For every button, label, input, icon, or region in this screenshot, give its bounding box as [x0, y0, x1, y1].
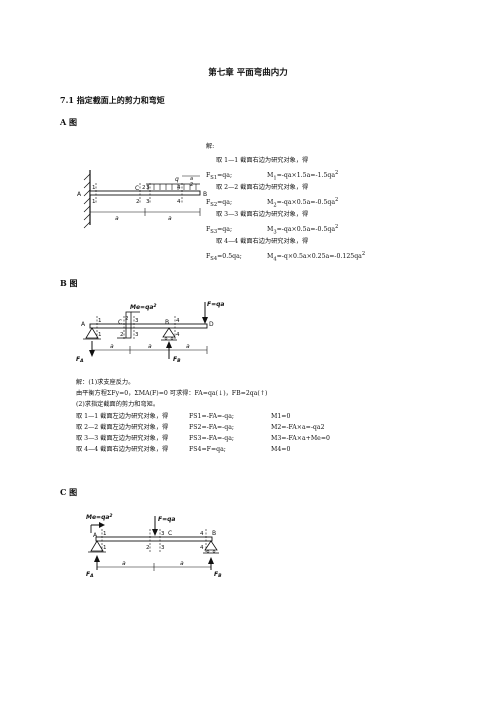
fig-a-sol-eq: FS2=qa;M2=-qa×0.5a=-0.5qa2	[206, 197, 339, 209]
fig-c-sec-4-top: 4	[200, 531, 204, 537]
fig-a-sec-4-bot: 4	[177, 199, 181, 205]
fig-b-sec-3-bot: 3	[135, 332, 139, 338]
fig-c-sec-3-bot: 3	[161, 545, 165, 551]
fig-c-label-me: Me=qa2	[86, 513, 113, 521]
fig-a-sec-4-top: 4	[177, 185, 181, 191]
fig-b-label-D: D	[209, 321, 214, 328]
fig-a-dim-a1: a	[115, 215, 119, 222]
fig-c-label-A: A	[93, 532, 98, 539]
fig-b-dim-a2: a	[148, 343, 152, 350]
fig-a-sol-line: 取 1—1 截面右边为研究对象，得	[216, 156, 309, 164]
fig-b-label-fb: FB	[173, 356, 181, 364]
fig-c-dim-a2: a	[180, 560, 184, 567]
fig-c-sec-1-bot: 1	[103, 545, 107, 551]
fig-a-sec-3-top: 3	[146, 185, 150, 191]
fig-b-sol-l3: (2)求指定截面的剪力和弯矩。	[76, 401, 160, 409]
fig-b-sec-1-top: 1	[98, 318, 102, 324]
fig-b-sec-4-top: 4	[176, 318, 180, 324]
fig-c-sec-3-top: 3	[161, 531, 165, 537]
fig-a-sol-line: 取 4—4 截面右边为研究对象，得	[216, 237, 309, 245]
fig-b-sol-l1: 解：(1)求支座反力。	[76, 379, 135, 386]
fig-c-sec-1-top: 1	[103, 531, 107, 537]
fig-a-label-B: B	[203, 191, 207, 198]
fig-b-sol-l2: 由平衡方程ΣFy=0，ΣMA(F)=0 可求得：FA=qa(↓)，FB=2qa(…	[76, 390, 268, 398]
fig-a-label-C: C	[135, 185, 139, 192]
fig-a-label-q: q	[175, 176, 179, 183]
fig-c-label-B: B	[212, 530, 216, 537]
fig-a-sec-2-top: 2	[142, 185, 146, 191]
fig-b-label-B: B	[165, 319, 169, 326]
fig-b-label-f: F=qa	[207, 301, 224, 308]
fig-a-sol-eq: FS4=0.5qa;M4=-q×0.5a×0.25a=-0.125qa2	[206, 251, 366, 263]
fig-c-label-fa: FA	[86, 571, 94, 579]
fig-a-dim-a2: a	[168, 215, 172, 222]
fig-c-label-C: C	[168, 530, 172, 537]
fig-b-solution: 解：(1)求支座反力。 由平衡方程ΣFy=0，ΣMA(F)=0 可求得：FA=q…	[76, 377, 330, 455]
fig-c-dim-a1: a	[122, 560, 126, 567]
fig-b-sec-2-top: 2	[125, 316, 129, 322]
fig-c-heading: C 图	[60, 487, 78, 497]
fig-c-sec-4-bot: 4	[200, 545, 204, 551]
fig-a-label-A: A	[77, 191, 82, 198]
fig-a-label-a-half: a	[190, 176, 193, 182]
fig-b-sec-3-top: 3	[135, 318, 139, 324]
fig-b-dim-a3: a	[186, 343, 190, 350]
fig-a-heading: A 图	[60, 117, 77, 127]
fig-a-sol-line: 取 3—3 截面右边为研究对象，得	[216, 210, 309, 218]
fig-a-sol-eq: FS1=qa;M1=-qa×1.5a=-1.5qa2	[206, 170, 339, 182]
fig-a-sol-eq: FS3=qa;M3=-qa×0.5a=-0.5qa2	[206, 224, 339, 236]
fig-a-solution: 解: 取 1—1 截面右边为研究对象，得 FS1=qa;M1=-qa×1.5a=…	[206, 140, 365, 262]
fig-a-sec-3-bot: 3	[146, 199, 150, 205]
fig-b-dim-a1: a	[110, 343, 114, 350]
fig-a-sec-1-bot: 1	[92, 199, 96, 205]
section-title: 7.1 指定截面上的剪力和弯矩	[60, 95, 165, 105]
fig-b-label-A: A	[81, 321, 86, 328]
fig-b-sec-2-bot: 2	[120, 332, 124, 338]
fig-b-label-me: Me=qa2	[130, 303, 157, 311]
chapter-title: 第七章 平面弯曲内力	[208, 68, 288, 78]
fig-b-heading: B 图	[60, 278, 78, 288]
fig-c-label-f: F=qa	[158, 516, 175, 523]
fig-b-sec-4-bot: 4	[176, 332, 180, 338]
fig-b-sec-1-bot: 1	[98, 332, 102, 338]
fig-c-sec-2-bot: 2	[146, 545, 150, 551]
fig-a-sec-2-bot: 2	[136, 199, 140, 205]
fig-a-sec-1-top: 1	[92, 185, 96, 191]
fig-a-label-half-den: 2	[190, 182, 193, 188]
fig-a-sol-intro: 解:	[206, 143, 215, 150]
fig-a-sol-line: 取 2—2 截面右边为研究对象，得	[216, 183, 309, 191]
fig-b-label-fa: FA	[76, 356, 84, 364]
fig-c-label-fb: FB	[214, 571, 222, 579]
fig-b-label-C: C	[118, 319, 122, 326]
